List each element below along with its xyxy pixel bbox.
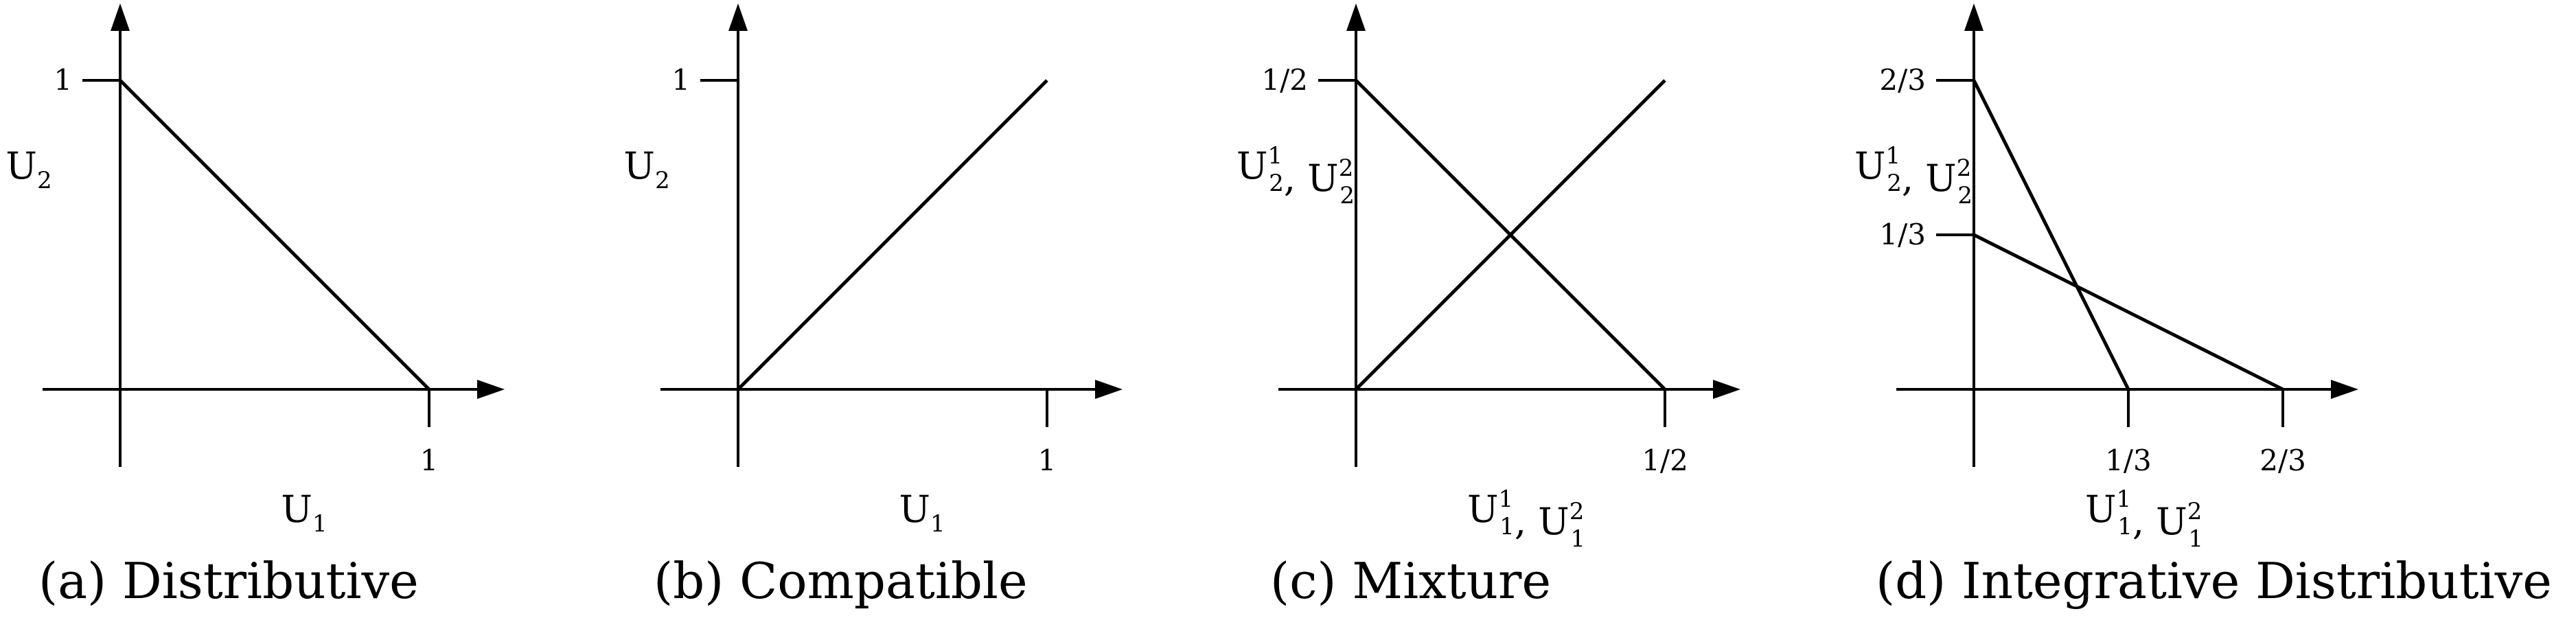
y-tick-label-c-0: 1/2	[1261, 63, 1308, 97]
plot-a: 1 1U1 U2	[5, 3, 505, 538]
x-axis-arrow-d	[2331, 380, 2358, 399]
caption-d: (d) Integrative Distributive	[1876, 552, 2552, 610]
y-tick-label-a-0: 1	[54, 63, 72, 97]
x-axis-arrow-a	[477, 380, 505, 399]
y-tick-label-d-0: 2/3	[1879, 63, 1926, 97]
x-axis-title-b: U1	[899, 488, 945, 538]
y-axis-arrow-a	[111, 3, 130, 31]
caption-c: (c) Mixture	[1270, 552, 1552, 610]
y-tick-label-b-0: 1	[671, 63, 690, 97]
x-axis-arrow-c	[1713, 380, 1740, 399]
y-axis-arrow-c	[1346, 3, 1366, 31]
x-axis-title-a: U1	[281, 488, 327, 538]
caption-a: (a) Distributive	[38, 552, 419, 610]
series-line-d-1	[1972, 79, 2130, 391]
y-axis-arrow-b	[728, 3, 748, 31]
y-tick-label-d-1: 1/3	[1879, 218, 1926, 251]
series-line-a-1	[119, 79, 430, 391]
series-line-c-2	[1355, 79, 1666, 391]
x-tick-label-a-0: 1	[420, 444, 439, 477]
y-axis-title-a: U2	[5, 144, 51, 194]
series-line-b-1	[737, 79, 1048, 391]
caption-b: (b) Compatible	[654, 552, 1028, 610]
x-tick-label-d-1: 2/3	[2259, 444, 2306, 477]
plot-b: 1 1U1 U2	[623, 3, 1123, 538]
x-tick-label-b-0: 1	[1038, 444, 1057, 477]
y-axis-title-b: U2	[623, 144, 669, 194]
x-axis-arrow-b	[1095, 380, 1123, 399]
x-tick-label-c-0: 1/2	[1642, 444, 1688, 477]
x-tick-label-d-0: 1/3	[2105, 444, 2152, 477]
series-line-d-2	[1973, 233, 2284, 391]
y-axis-arrow-d	[1964, 3, 1983, 31]
